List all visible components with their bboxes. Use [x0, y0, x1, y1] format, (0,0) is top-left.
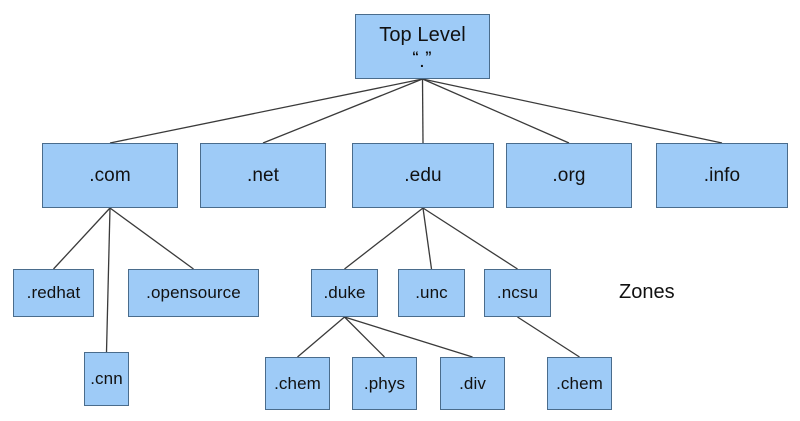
- edge-com-to-opensource: [109, 207, 194, 270]
- node-root-dot: .: [420, 53, 425, 70]
- node-label-net: .net: [246, 164, 280, 186]
- node-ncsu-chem[interactable]: .chem: [547, 357, 612, 410]
- node-duke[interactable]: .duke: [311, 269, 378, 317]
- node-duke-chem[interactable]: .chem: [265, 357, 330, 410]
- node-edu[interactable]: .edu: [352, 143, 494, 208]
- edge-duke-to-duke-div: [344, 316, 473, 358]
- edge-root-to-info: [422, 78, 723, 144]
- edge-root-to-edu: [421, 78, 424, 144]
- node-net[interactable]: .net: [200, 143, 326, 208]
- node-duke-div[interactable]: .div: [440, 357, 505, 410]
- node-info[interactable]: .info: [656, 143, 788, 208]
- node-sublabel-root: “ ”: [412, 47, 433, 64]
- node-redhat[interactable]: .redhat: [13, 269, 94, 317]
- edge-edu-to-duke: [344, 207, 424, 270]
- edge-ncsu-to-ncsu-chem: [517, 316, 580, 358]
- node-label-cnn: .cnn: [90, 369, 123, 389]
- edge-com-to-cnn: [105, 207, 111, 353]
- node-label-ncsu-chem: .chem: [556, 373, 603, 393]
- edge-com-to-redhat: [53, 207, 111, 270]
- node-label-org: .org: [552, 164, 586, 186]
- node-label-info: .info: [703, 164, 741, 186]
- edge-duke-to-duke-phys: [344, 316, 385, 358]
- node-label-duke-chem: .chem: [274, 373, 321, 393]
- node-label-com: .com: [89, 164, 131, 186]
- zones-label: Zones: [619, 281, 675, 303]
- node-label-duke-div: .div: [459, 373, 486, 393]
- edge-root-to-net: [262, 78, 423, 144]
- node-label-unc: .unc: [415, 283, 448, 303]
- node-duke-phys[interactable]: .phys: [352, 357, 417, 410]
- node-unc[interactable]: .unc: [398, 269, 465, 317]
- node-com[interactable]: .com: [42, 143, 178, 208]
- node-label-duke: .duke: [323, 283, 366, 303]
- node-label-opensource: .opensource: [146, 283, 241, 303]
- node-label-redhat: .redhat: [26, 283, 81, 303]
- node-label-edu: .edu: [404, 164, 442, 186]
- node-label-root: Top Level: [379, 23, 466, 46]
- edge-root-to-com: [109, 78, 423, 144]
- edge-edu-to-unc: [422, 207, 433, 270]
- node-label-duke-phys: .phys: [363, 373, 406, 393]
- node-opensource[interactable]: .opensource: [128, 269, 259, 317]
- node-cnn[interactable]: .cnn: [84, 352, 129, 406]
- edge-duke-to-duke-chem: [297, 316, 345, 358]
- node-ncsu[interactable]: .ncsu: [484, 269, 551, 317]
- edge-edu-to-ncsu: [422, 207, 518, 270]
- node-label-ncsu: .ncsu: [496, 283, 539, 303]
- node-org[interactable]: .org: [506, 143, 632, 208]
- edge-root-to-org: [422, 78, 570, 144]
- node-root[interactable]: Top Level“ ”.: [355, 14, 490, 79]
